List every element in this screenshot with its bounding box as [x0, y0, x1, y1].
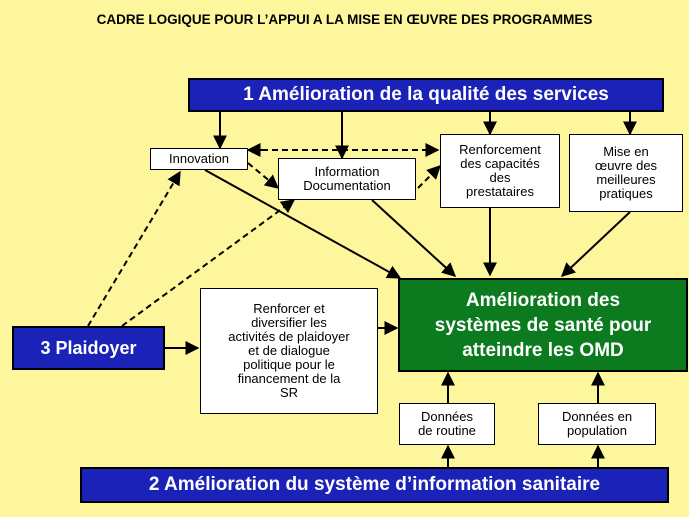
renforcer-plaidoyer-box: Renforcer et diversifier les activités d…	[200, 288, 378, 414]
innovation-box: Innovation	[150, 148, 248, 170]
renforcement-capacites-box: Renforcement des capacités des prestatai…	[440, 134, 560, 208]
donnees-population-box: Données en population	[538, 403, 656, 445]
donnees-routine-box: Données de routine	[399, 403, 495, 445]
systemes-sante-box: Amélioration des systèmes de santé pour …	[398, 278, 688, 372]
information-documentation-box: Information Documentation	[278, 158, 416, 200]
page-title: CADRE LOGIQUE POUR L’APPUI A LA MISE EN …	[96, 12, 593, 27]
meilleures-pratiques-box: Mise en œuvre des meilleures pratiques	[569, 134, 683, 212]
qualite-services-box: 1 Amélioration de la qualité des service…	[188, 78, 664, 112]
systeme-information-sanitaire-box: 2 Amélioration du système d’information …	[80, 467, 669, 503]
plaidoyer-box: 3 Plaidoyer	[12, 326, 165, 370]
